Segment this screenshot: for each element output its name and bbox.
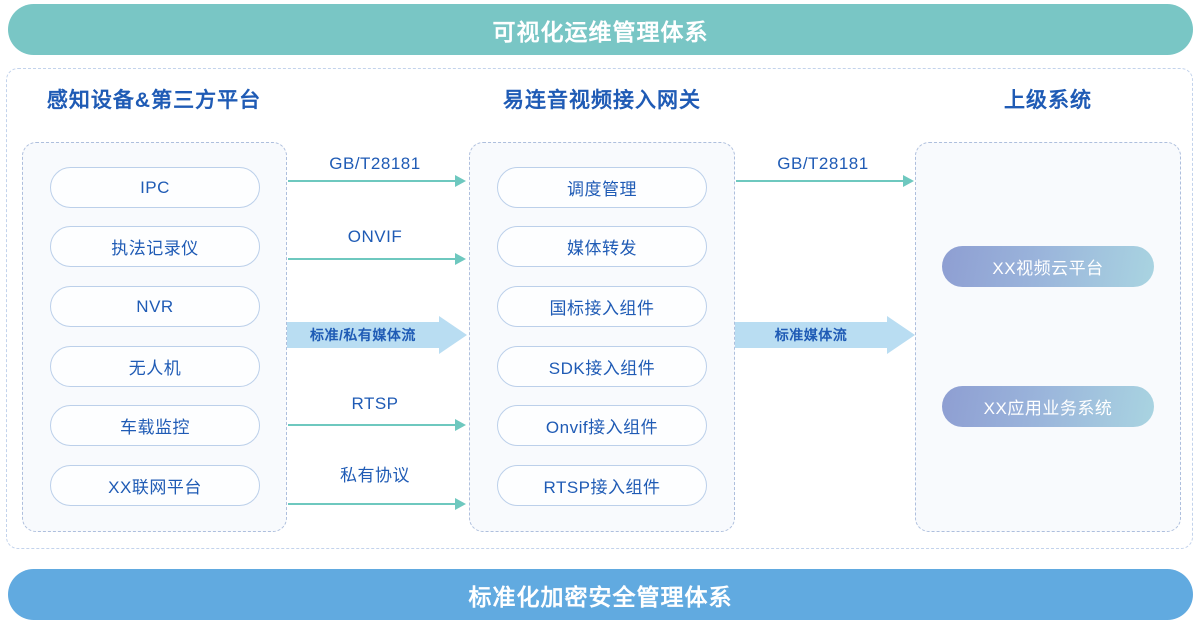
device-item-law-recorder[interactable]: 执法记录仪 — [50, 226, 260, 267]
column-title-middle: 易连音视频接入网关 — [503, 89, 701, 112]
connector-label-onvif: ONVIF — [347, 227, 403, 246]
arrow-line — [736, 180, 903, 182]
block-arrow-body — [735, 322, 887, 348]
gateway-item-onvif-access-component[interactable]: Onvif接入组件 — [497, 405, 707, 446]
device-item-label: NVR — [136, 296, 174, 316]
device-item-label: 无人机 — [128, 359, 182, 378]
column-title-left: 感知设备&第三方平台 — [46, 89, 262, 112]
device-item-drone[interactable]: 无人机 — [50, 346, 260, 387]
arrow-line — [288, 180, 455, 182]
block-arrow-head-icon — [439, 316, 467, 354]
device-item-label: XX联网平台 — [108, 478, 202, 497]
gateway-item-label: 国标接入组件 — [549, 299, 655, 318]
connector-label-gbt28181-right: GB/T28181 — [777, 154, 869, 173]
top-banner-label: 可视化运维管理体系 — [492, 18, 709, 45]
bottom-banner-label: 标准化加密安全管理体系 — [468, 583, 733, 610]
gateway-item-label: RTSP接入组件 — [543, 478, 661, 497]
arrow-line — [288, 503, 455, 505]
gateway-item-label: 调度管理 — [567, 180, 637, 199]
arrow-head-icon — [455, 175, 466, 187]
device-item-label: IPC — [140, 177, 170, 197]
connector-label-private-protocol: 私有协议 — [340, 466, 410, 485]
gateway-item-sdk-access-component[interactable]: SDK接入组件 — [497, 346, 707, 387]
upper-system-item-video-cloud-platform[interactable]: XX视频云平台 — [942, 246, 1154, 287]
gateway-item-dispatch-management[interactable]: 调度管理 — [497, 167, 707, 208]
upper-system-item-label: XX应用业务系统 — [983, 399, 1113, 418]
connector-block-arrow-standard-media-stream: 标准媒体流 — [735, 316, 915, 354]
gateway-item-rtsp-access-component[interactable]: RTSP接入组件 — [497, 465, 707, 506]
connector-label-gbt28181-left: GB/T28181 — [329, 154, 421, 173]
connector-block-arrow-label: 标准/私有媒体流 — [310, 327, 416, 343]
connector-arrow-gbt28181-left — [288, 175, 466, 187]
block-arrow-head-icon — [887, 316, 915, 354]
gateway-item-gb-access-component[interactable]: 国标接入组件 — [497, 286, 707, 327]
upper-system-item-label: XX视频云平台 — [992, 259, 1104, 278]
connector-arrow-onvif — [288, 253, 466, 265]
connector-arrow-private-protocol — [288, 498, 466, 510]
arrow-head-icon — [455, 253, 466, 265]
device-item-nvr[interactable]: NVR — [50, 286, 260, 327]
arrow-line — [288, 424, 455, 426]
group-box-right — [915, 142, 1181, 532]
arrow-head-icon — [903, 175, 914, 187]
arrow-head-icon — [455, 498, 466, 510]
upper-system-item-application-business-system[interactable]: XX应用业务系统 — [942, 386, 1154, 427]
gateway-item-label: Onvif接入组件 — [545, 418, 659, 437]
diagram-outer-frame — [6, 68, 1193, 549]
gateway-item-media-forwarding[interactable]: 媒体转发 — [497, 226, 707, 267]
column-title-right: 上级系统 — [1004, 89, 1092, 112]
arrow-head-icon — [455, 419, 466, 431]
device-item-vehicle-monitor[interactable]: 车载监控 — [50, 405, 260, 446]
top-banner: 可视化运维管理体系 — [8, 4, 1193, 55]
connector-block-arrow-standard-private-media-stream: 标准/私有媒体流 — [287, 316, 467, 354]
device-item-xx-network-platform[interactable]: XX联网平台 — [50, 465, 260, 506]
connector-block-arrow-label: 标准媒体流 — [774, 327, 848, 343]
connector-arrow-gbt28181-right — [736, 175, 914, 187]
arrow-line — [288, 258, 455, 260]
device-item-label: 车载监控 — [120, 418, 190, 437]
connector-label-rtsp: RTSP — [351, 394, 399, 413]
gateway-item-label: SDK接入组件 — [548, 359, 656, 378]
connector-arrow-rtsp — [288, 419, 466, 431]
bottom-banner: 标准化加密安全管理体系 — [8, 569, 1193, 620]
device-item-label: 执法记录仪 — [111, 239, 199, 258]
block-arrow-body — [287, 322, 439, 348]
device-item-ipc[interactable]: IPC — [50, 167, 260, 208]
gateway-item-label: 媒体转发 — [567, 239, 637, 258]
